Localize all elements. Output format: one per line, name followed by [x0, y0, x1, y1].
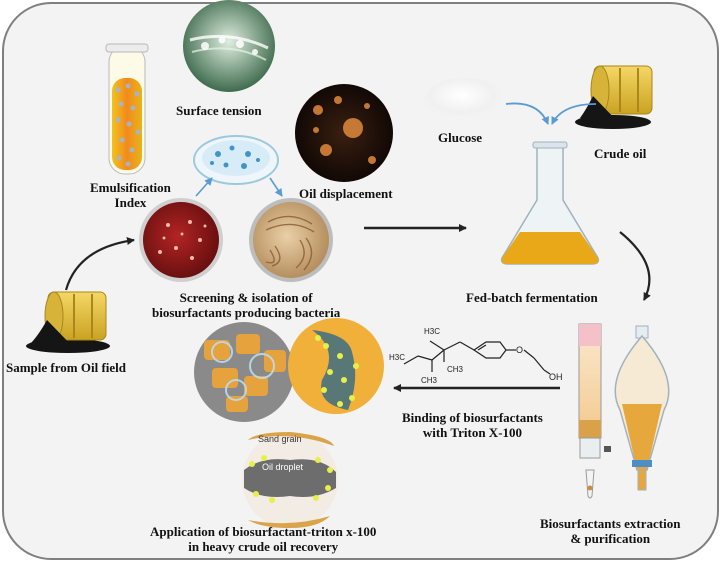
arrow-blue-up — [195, 177, 213, 197]
streak-plate-image — [249, 198, 333, 282]
arrow-fermentation-to-extraction — [619, 231, 651, 301]
molecule-label-h3c-left: H3C — [389, 353, 405, 362]
molecule-label-ch3-mid: CH3 — [447, 365, 464, 374]
separatory-funnel-image — [614, 325, 670, 491]
petri-dish-image — [193, 135, 279, 185]
fed-batch-fermentation-label: Fed-batch fermentation — [466, 290, 598, 305]
triton-molecule-structure — [403, 340, 551, 375]
oil-field-barrel-image — [26, 291, 110, 353]
arrow-crude-to-flask — [551, 103, 597, 125]
sand-grain-label: Sand grain — [258, 434, 302, 444]
sample-from-oil-field-label: Sample from Oil field — [6, 360, 127, 375]
oil-displacement-image — [295, 84, 393, 182]
surfactant-cluster-image — [288, 318, 384, 414]
fermentation-flask-image — [500, 141, 600, 265]
glucose-heap-image — [424, 78, 508, 122]
sand-pore-image — [194, 322, 294, 422]
surface-tension-image — [183, 0, 275, 92]
oil-droplet-image — [242, 432, 338, 528]
extraction-purification-label: Biosurfactants extraction& purification — [540, 516, 681, 546]
glucose-label: Glucose — [438, 130, 483, 145]
arrow-glucose-to-flask — [505, 102, 549, 125]
crude-oil-label: Crude oil — [594, 146, 647, 161]
oil-droplet-label: Oil droplet — [262, 462, 304, 472]
arrow-sample-to-screening — [64, 237, 135, 291]
molecule-label-oh: OH — [549, 372, 563, 382]
test-tube-image — [105, 43, 149, 175]
molecule-label-o: O — [516, 345, 523, 355]
oil-displacement-label: Oil displacement — [299, 186, 393, 201]
red-agar-plate-image — [139, 198, 223, 282]
crude-oil-barrel-image — [575, 65, 653, 129]
molecule-label-ch3-low: CH3 — [421, 376, 438, 385]
application-label: Application of biosurfactant-triton x-10… — [150, 524, 377, 554]
chromatography-column-image — [578, 323, 611, 499]
molecule-label-h3c-top: H3C — [424, 327, 440, 336]
arrow-blue-down — [269, 177, 283, 197]
surface-tension-label: Surface tension — [176, 103, 262, 118]
